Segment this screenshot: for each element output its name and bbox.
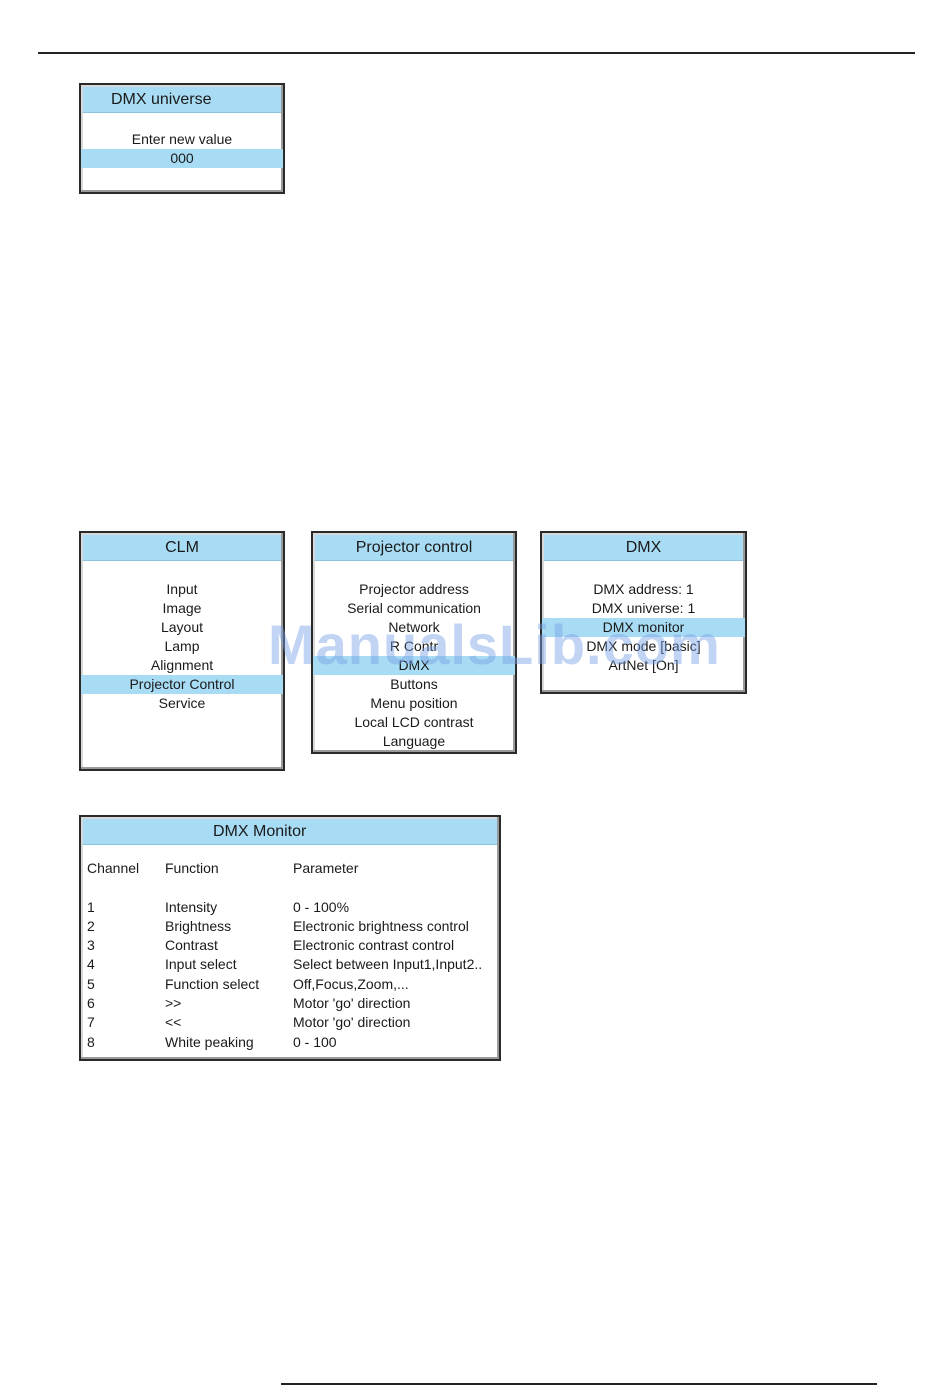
menu-item-projector-control[interactable]: Projector Control bbox=[81, 675, 283, 694]
parameter-cell: Motor 'go' direction bbox=[293, 995, 411, 1012]
channel-cell: 8 bbox=[87, 1033, 95, 1050]
dmx-monitor-panel: DMX Monitor Channel Function Parameter 1… bbox=[79, 815, 501, 1061]
menu-item-local-lcd-contrast[interactable]: Local LCD contrast bbox=[354, 714, 474, 730]
bottom-rule bbox=[281, 1383, 877, 1385]
table-row: 1 Intensity 0 - 100% bbox=[85, 898, 495, 917]
function-cell: << bbox=[165, 1014, 182, 1031]
table-row: 5 Function select Off,Focus,Zoom,... bbox=[85, 975, 495, 994]
menu-item-artnet[interactable]: ArtNet [On] bbox=[608, 657, 679, 673]
menu-title: CLM bbox=[83, 535, 281, 561]
table-row: 4 Input select Select between Input1,Inp… bbox=[85, 955, 495, 974]
function-cell: White peaking bbox=[165, 1033, 254, 1050]
parameter-cell: 0 - 100 bbox=[293, 1033, 337, 1050]
parameter-cell: Select between Input1,Input2.. bbox=[293, 956, 483, 973]
value-input[interactable]: 000 bbox=[81, 149, 283, 168]
header-channel: Channel bbox=[87, 860, 140, 876]
header-function: Function bbox=[165, 860, 219, 876]
dialog-title: DMX universe bbox=[83, 87, 281, 113]
menu-item-input[interactable]: Input bbox=[166, 581, 198, 597]
channel-cell: 6 bbox=[87, 995, 95, 1012]
top-rule bbox=[38, 52, 915, 54]
menu-item-serial-communication[interactable]: Serial communication bbox=[347, 600, 481, 616]
menu-item-dmx-mode[interactable]: DMX mode [basic] bbox=[586, 638, 701, 654]
menu-item-alignment[interactable]: Alignment bbox=[150, 657, 214, 673]
menu-item-dmx-address[interactable]: DMX address: 1 bbox=[593, 581, 694, 597]
header-parameter: Parameter bbox=[293, 860, 359, 876]
menu-item-network[interactable]: Network bbox=[388, 619, 440, 635]
parameter-cell: Electronic brightness control bbox=[293, 917, 469, 934]
parameter-cell: 0 - 100% bbox=[293, 898, 350, 915]
channel-cell: 3 bbox=[87, 937, 95, 954]
function-cell: Contrast bbox=[165, 937, 218, 954]
channel-cell: 4 bbox=[87, 956, 95, 973]
menu-item-dmx[interactable]: DMX bbox=[313, 656, 515, 675]
clm-menu: CLM Input Image Layout Lamp Alignment Pr… bbox=[79, 531, 285, 771]
menu-item-rc-control[interactable]: R Contr bbox=[389, 638, 439, 654]
channel-cell: 1 bbox=[87, 898, 95, 915]
watermark: ManualsLib.com bbox=[268, 613, 721, 676]
function-cell: Function select bbox=[165, 975, 260, 992]
monitor-title: DMX Monitor bbox=[83, 819, 497, 845]
table-row: 3 Contrast Electronic contrast control bbox=[85, 936, 495, 955]
channel-cell: 5 bbox=[87, 975, 95, 992]
function-cell: Intensity bbox=[165, 898, 218, 915]
projector-control-menu: Projector control Projector address Seri… bbox=[311, 531, 517, 754]
function-cell: >> bbox=[165, 995, 182, 1012]
table-row: 7 << Motor 'go' direction bbox=[85, 1013, 495, 1032]
function-cell: Input select bbox=[165, 956, 237, 973]
menu-item-dmx-universe[interactable]: DMX universe: 1 bbox=[591, 600, 696, 616]
channel-cell: 2 bbox=[87, 917, 95, 934]
table-header-row: Channel Function Parameter bbox=[85, 859, 495, 878]
menu-item-projector-address[interactable]: Projector address bbox=[359, 581, 469, 597]
parameter-cell: Motor 'go' direction bbox=[293, 1014, 411, 1031]
menu-item-language[interactable]: Language bbox=[382, 733, 446, 749]
table-row: 2 Brightness Electronic brightness contr… bbox=[85, 917, 495, 936]
menu-title: Projector control bbox=[315, 535, 513, 561]
dialog-prompt: Enter new value bbox=[131, 131, 233, 147]
menu-item-image[interactable]: Image bbox=[162, 600, 202, 616]
menu-item-service[interactable]: Service bbox=[158, 695, 206, 711]
parameter-cell: Electronic contrast control bbox=[293, 937, 455, 954]
channel-cell: 7 bbox=[87, 1014, 95, 1031]
menu-title: DMX bbox=[544, 535, 743, 561]
menu-item-buttons[interactable]: Buttons bbox=[390, 676, 438, 692]
menu-item-lamp[interactable]: Lamp bbox=[164, 638, 200, 654]
table-row: 6 >> Motor 'go' direction bbox=[85, 994, 495, 1013]
menu-item-dmx-monitor[interactable]: DMX monitor bbox=[542, 618, 745, 637]
table-row: 8 White peaking 0 - 100 bbox=[85, 1033, 495, 1052]
menu-item-menu-position[interactable]: Menu position bbox=[370, 695, 458, 711]
monitor-table: Channel Function Parameter 1 Intensity 0… bbox=[85, 859, 495, 1052]
parameter-cell: Off,Focus,Zoom,... bbox=[293, 975, 409, 992]
function-cell: Brightness bbox=[165, 917, 232, 934]
menu-item-layout[interactable]: Layout bbox=[160, 619, 204, 635]
dmx-menu: DMX DMX address: 1 DMX universe: 1 DMX m… bbox=[540, 531, 747, 694]
dmx-universe-dialog: DMX universe Enter new value 000 bbox=[79, 83, 285, 194]
